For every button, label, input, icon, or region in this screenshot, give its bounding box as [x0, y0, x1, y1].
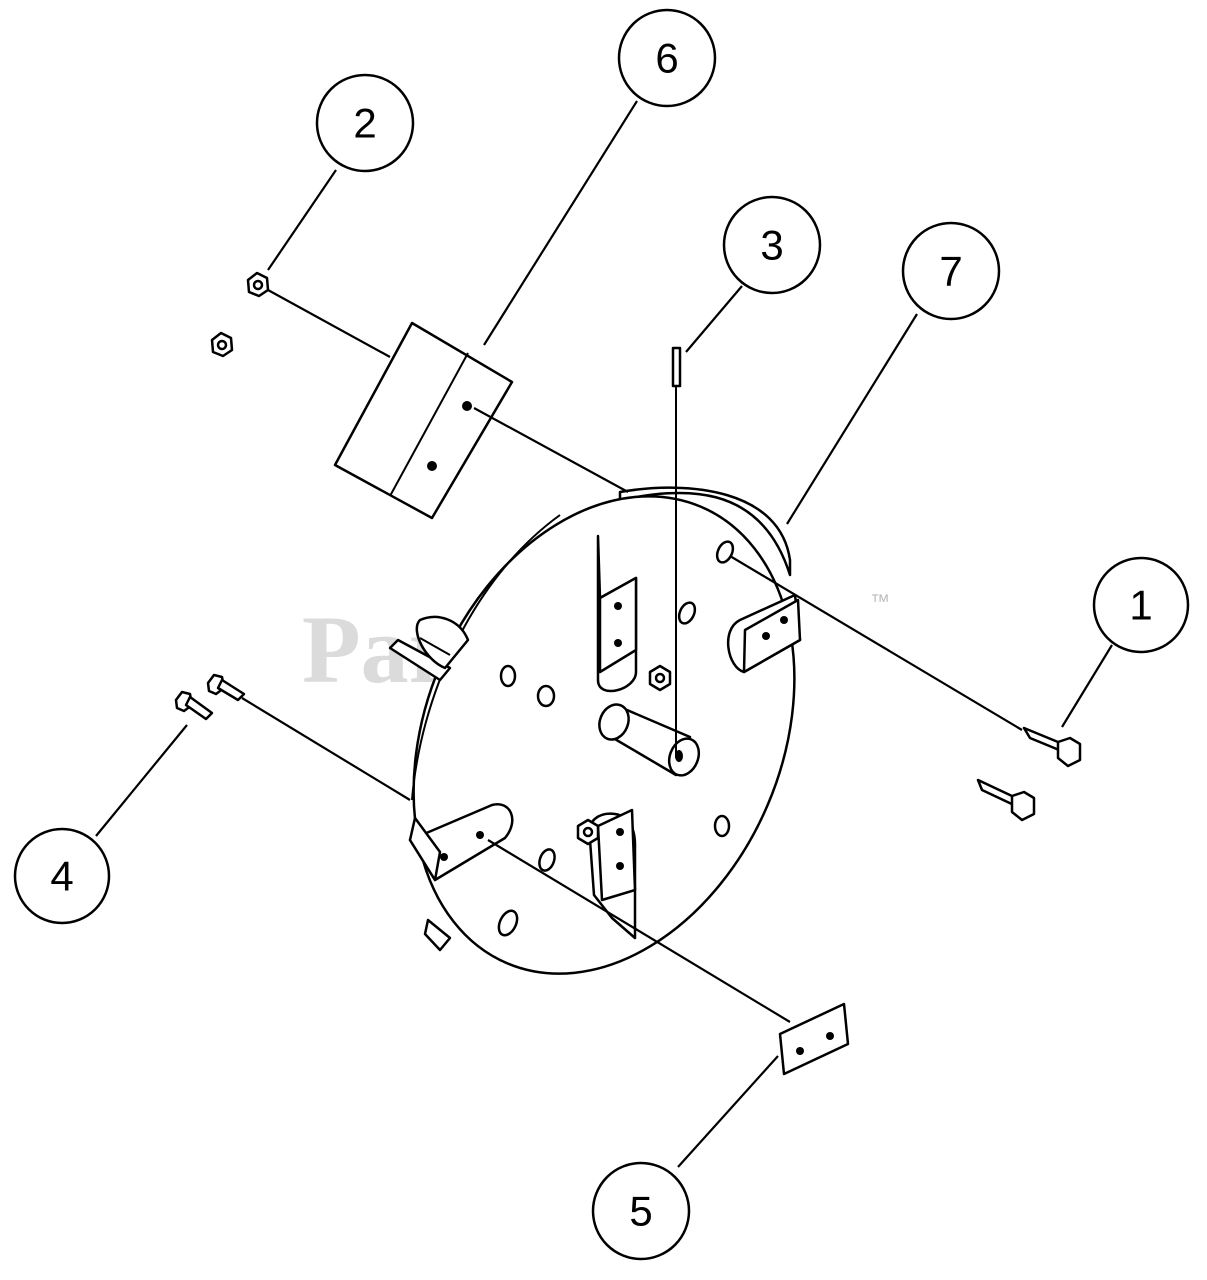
callout-circle — [722, 195, 822, 295]
callout-number: 6 — [655, 35, 678, 82]
callout-circle — [901, 221, 1001, 321]
callout-7: 7 — [901, 221, 1001, 321]
center-hub — [598, 703, 701, 777]
bracket-nut — [576, 818, 600, 846]
nut-spare — [210, 331, 234, 358]
callout-circle — [315, 73, 415, 173]
leader-lines — [95, 100, 1113, 1168]
callout-circle — [591, 1161, 691, 1261]
callout-number: 4 — [50, 853, 73, 900]
callout-3: 3 — [722, 195, 822, 295]
plate-hole — [536, 684, 556, 708]
upper-paddle-bracket — [596, 534, 638, 693]
callout-number: 3 — [760, 222, 783, 269]
callout-number: 7 — [939, 248, 962, 295]
callout-circle — [13, 827, 111, 925]
plate-hole — [713, 814, 731, 838]
callout-number: 1 — [1129, 582, 1152, 629]
plate-hole — [497, 909, 519, 937]
callout-6: 6 — [617, 8, 717, 108]
plate-rim — [618, 486, 792, 577]
callout-circle — [617, 8, 717, 108]
bolt-part-4 — [206, 673, 246, 702]
plate-bottom-tab — [423, 918, 452, 952]
plate-hole — [538, 848, 556, 872]
callout-1: 1 — [1092, 556, 1190, 654]
weight-block — [333, 321, 514, 520]
hub-nut — [648, 664, 672, 692]
callout-number: 5 — [629, 1188, 652, 1235]
callout-circle — [1092, 556, 1190, 654]
lower-left-paddle-bracket — [408, 802, 514, 882]
callout-2: 2 — [315, 73, 415, 173]
shaft-rod — [671, 346, 682, 758]
bolt-part-1 — [1022, 726, 1082, 768]
callout-number: 2 — [353, 100, 376, 147]
left-paddle-bracket — [388, 615, 470, 682]
bolt-spare-right — [976, 778, 1036, 822]
plate-hole — [499, 664, 517, 688]
plate-hole — [677, 601, 697, 625]
callout-5: 5 — [591, 1161, 691, 1261]
right-paddle-bracket — [726, 593, 802, 674]
bolt-spare-left — [174, 690, 214, 721]
nut-part-2 — [246, 271, 270, 298]
callout-4: 4 — [13, 827, 111, 925]
assembly-lines — [241, 289, 1023, 1023]
plate-assembly — [388, 486, 802, 975]
paddle-plate-part-5 — [778, 1002, 850, 1076]
plate-hole — [715, 540, 735, 564]
watermark-trademark: ™ — [870, 591, 890, 613]
